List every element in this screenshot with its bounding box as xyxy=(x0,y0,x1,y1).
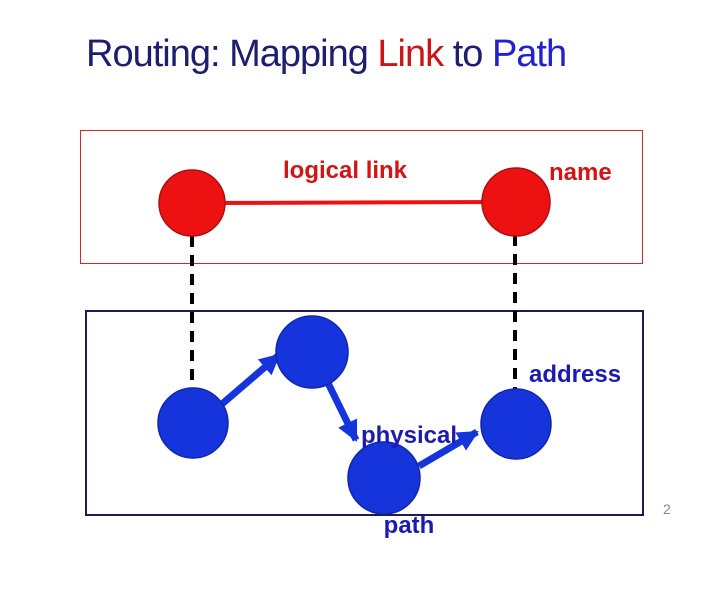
address-label: address xyxy=(529,361,622,388)
logical-node-right xyxy=(481,167,551,237)
physical-hop-arrow-2 xyxy=(324,381,360,442)
logical-node-left xyxy=(158,169,226,237)
physical-hop-arrow-3 xyxy=(417,428,479,470)
physical-node-2 xyxy=(275,315,349,389)
diagram-shapes xyxy=(157,167,552,515)
physical-node-1 xyxy=(157,387,229,459)
physical-node-3 xyxy=(347,441,421,515)
physical-node-4 xyxy=(480,388,552,460)
slide: Routing: Mapping Link to Path logical li… xyxy=(80,33,671,539)
name-label: name xyxy=(549,159,612,186)
logical-link-label: logical link xyxy=(283,157,408,184)
physical-hop-arrow-1 xyxy=(219,352,282,407)
physical-path-label-line2: path xyxy=(383,512,435,539)
title-text-routing-mapping: Routing: Mapping xyxy=(86,33,378,75)
slide-title: Routing: Mapping Link to Path xyxy=(86,33,567,76)
title-text-to: to xyxy=(443,33,492,75)
physical-path-label: physical path xyxy=(352,361,466,601)
title-text-path: Path xyxy=(491,33,567,75)
title-text-link: Link xyxy=(377,33,444,75)
logical-layer-box xyxy=(80,130,643,264)
logical-link-line xyxy=(209,200,501,205)
physical-layer-box xyxy=(85,310,644,516)
physical-path-label-line1: physical xyxy=(360,422,458,449)
page-number: 2 xyxy=(663,501,671,517)
